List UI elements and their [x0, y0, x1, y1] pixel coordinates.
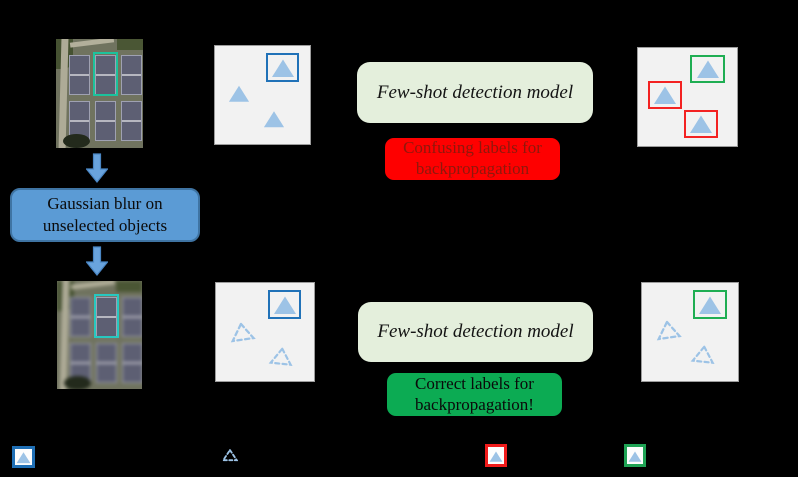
- triangle-icon: [16, 452, 31, 464]
- dashed-triangle-icon: [690, 344, 715, 365]
- tennis-court: [122, 343, 142, 383]
- annotation-panel-bottom: [215, 282, 315, 382]
- blue-boxed-triangle-icon: [266, 53, 299, 82]
- blue-boxed-triangle-icon: [268, 290, 301, 319]
- dashed-triangle-icon: [268, 346, 293, 367]
- tree: [63, 134, 90, 148]
- legend-red-boxed-triangle-icon: [485, 444, 507, 467]
- tennis-court: [122, 297, 142, 337]
- triangle-icon: [690, 115, 712, 133]
- detection-panel-top: [637, 47, 738, 147]
- tennis-court: [96, 343, 117, 383]
- satellite-image-original: [56, 39, 143, 148]
- gaussian-blur-process-box: Gaussian blur on unselected objects: [10, 188, 200, 242]
- tennis-court: [69, 55, 90, 95]
- selected-object-box: [94, 294, 119, 338]
- confusing-labels-box: Confusing labels for backpropagation: [385, 138, 560, 180]
- tennis-courts-scene-blurred: [57, 281, 142, 389]
- correct-line1: Correct labels for: [415, 373, 534, 393]
- triangle-icon: [263, 111, 285, 128]
- tennis-court: [95, 101, 116, 141]
- few-shot-model-box-top: Few-shot detection model: [357, 62, 593, 123]
- triangle-icon: [271, 59, 294, 77]
- red-boxed-triangle-icon: [648, 81, 682, 109]
- dashed-triangle-icon: [656, 319, 682, 341]
- process-line2: unselected objects: [42, 216, 168, 235]
- tennis-court: [95, 55, 116, 95]
- tennis-court: [69, 101, 90, 141]
- down-arrow-icon: [86, 153, 108, 183]
- process-line1: Gaussian blur on: [47, 193, 163, 213]
- triangle-icon: [228, 85, 250, 102]
- annotation-panel-top: [214, 45, 311, 145]
- tennis-court: [121, 55, 142, 95]
- correct-line2: backpropagation!: [415, 394, 534, 414]
- confusing-line1: Confusing labels for: [403, 138, 542, 158]
- path: [69, 39, 115, 48]
- grass-patch: [117, 39, 143, 50]
- tree: [64, 376, 91, 389]
- triangle-icon: [696, 60, 719, 78]
- dashed-triangle-icon: [230, 321, 256, 343]
- tennis-courts-scene: [56, 39, 143, 148]
- green-boxed-triangle-icon: [693, 290, 727, 319]
- tennis-court: [121, 101, 142, 141]
- legend-blue-boxed-triangle-icon: [12, 446, 35, 468]
- selected-object-box: [93, 52, 118, 96]
- triangle-icon: [273, 296, 296, 314]
- down-arrow-icon: [86, 246, 108, 276]
- model-label: Few-shot detection model: [376, 81, 574, 103]
- green-boxed-triangle-icon: [690, 55, 725, 83]
- tennis-court: [70, 343, 91, 383]
- red-boxed-triangle-icon: [684, 110, 718, 138]
- few-shot-model-box-bottom: Few-shot detection model: [358, 302, 593, 362]
- triangle-icon: [489, 451, 503, 462]
- satellite-image-blurred: [57, 281, 142, 389]
- legend-green-boxed-triangle-icon: [624, 444, 646, 467]
- grass-patch: [116, 281, 142, 292]
- sharp-selected-court: [96, 297, 117, 337]
- legend-dashed-triangle-icon: [222, 448, 238, 462]
- confusing-line2: backpropagation: [415, 159, 530, 178]
- model-label: Few-shot detection model: [377, 321, 574, 342]
- triangle-icon: [628, 451, 642, 462]
- correct-labels-box: Correct labels for backpropagation!: [387, 373, 562, 416]
- tennis-court: [70, 297, 91, 337]
- triangle-icon: [699, 296, 721, 314]
- path: [70, 281, 116, 290]
- blurred-scene-wrapper: [57, 281, 142, 389]
- triangle-icon: [654, 86, 676, 104]
- detection-panel-bottom: [641, 282, 739, 382]
